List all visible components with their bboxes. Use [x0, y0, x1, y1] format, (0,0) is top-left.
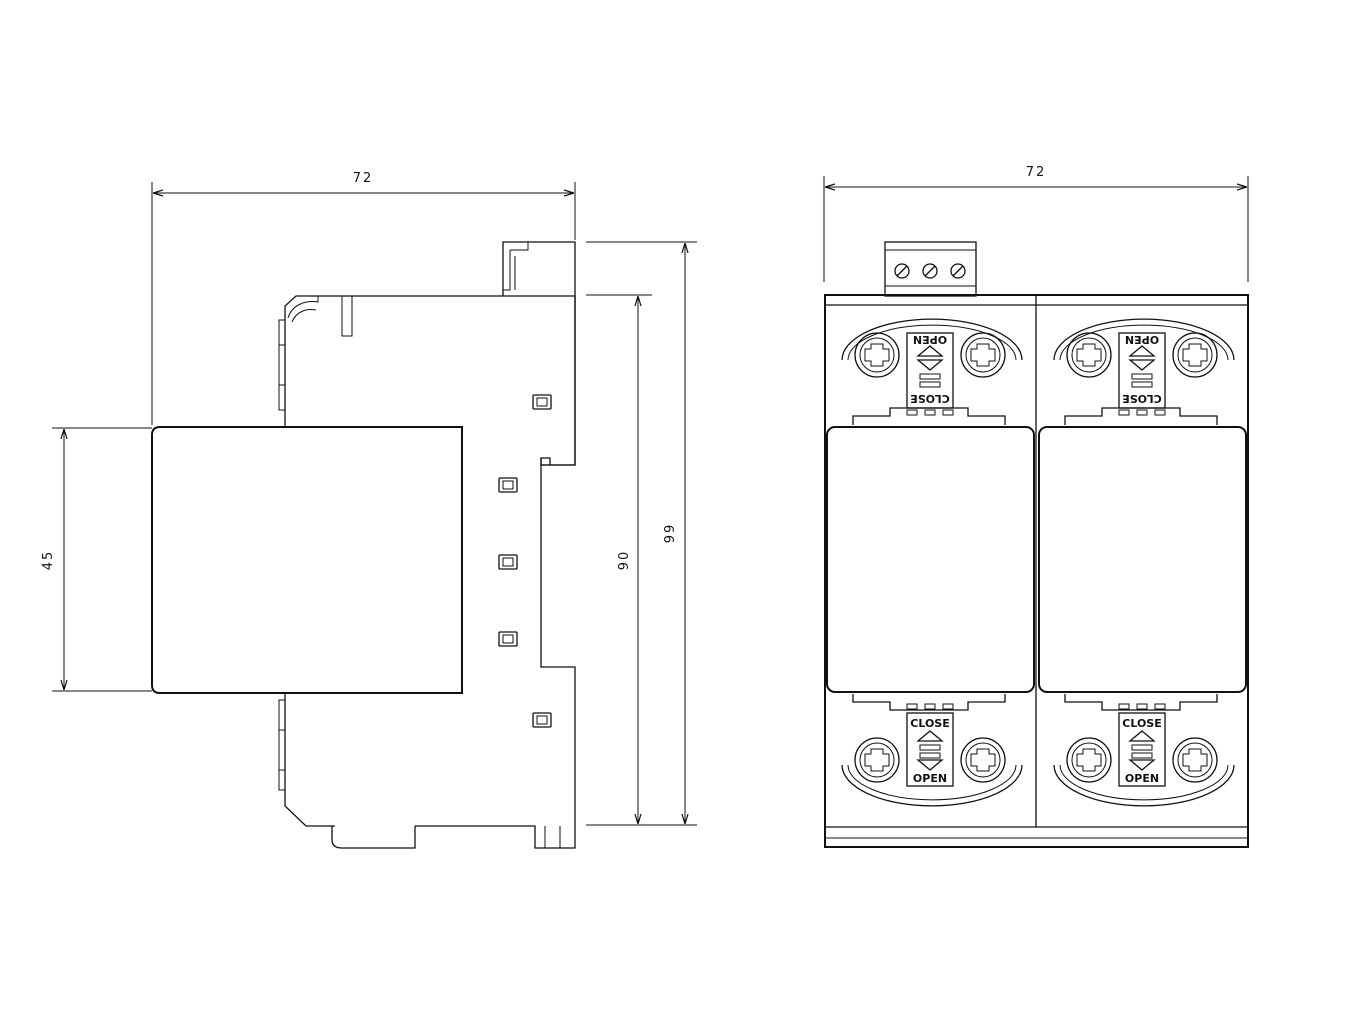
pole-2: OPEN CLOSE CLOSE OPEN: [1038, 318, 1247, 807]
screw-icon: [1066, 737, 1112, 783]
open-label: OPEN: [1125, 333, 1159, 346]
side-windows: [498, 394, 552, 728]
height-dimensions: 90 99: [586, 241, 697, 826]
pole-1-cover: [826, 426, 1035, 693]
screw-icon: [960, 332, 1006, 378]
cover-height-dimension: 45: [41, 427, 152, 692]
screw-icon: [1066, 332, 1112, 378]
screw-icon: [854, 737, 900, 783]
screw-icon: [960, 737, 1006, 783]
close-label: CLOSE: [910, 392, 949, 405]
terminal-screws: [894, 263, 966, 279]
pole-1: OPEN CLOSE CLOSE OPEN: [826, 318, 1035, 807]
open-label: OPEN: [913, 772, 947, 785]
open-label: OPEN: [913, 333, 947, 346]
cover-height-label: 45: [41, 550, 56, 571]
close-label: CLOSE: [1122, 392, 1161, 405]
side-view: 72 45: [41, 171, 697, 849]
close-label: CLOSE: [910, 717, 949, 730]
side-width-dimension: 72: [151, 171, 576, 425]
front-view: 72: [823, 165, 1249, 848]
screw-icon: [854, 332, 900, 378]
open-label: OPEN: [1125, 772, 1159, 785]
screw-icon: [1172, 332, 1218, 378]
signal-terminal: [884, 241, 977, 297]
side-width-label: 72: [353, 171, 374, 186]
close-label: CLOSE: [1122, 717, 1161, 730]
side-cover: [151, 426, 463, 694]
side-body: [278, 241, 576, 849]
rail-height-label: 90: [617, 550, 632, 571]
screw-icon: [1172, 737, 1218, 783]
pole-2-cover: [1038, 426, 1247, 693]
total-height-label: 99: [663, 523, 678, 544]
front-width-label: 72: [1026, 165, 1047, 180]
front-width-dimension: 72: [823, 165, 1249, 282]
